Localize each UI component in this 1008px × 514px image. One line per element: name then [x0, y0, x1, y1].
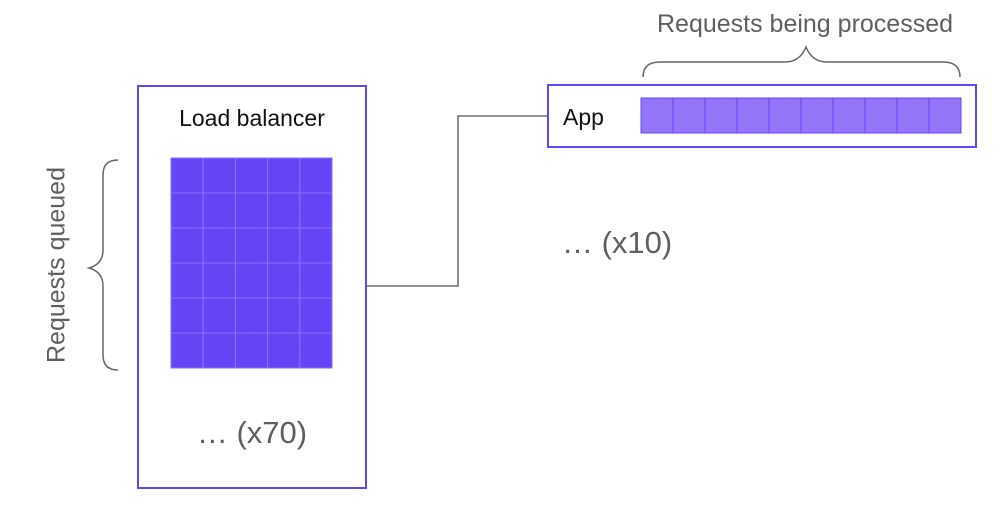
app-box: App: [547, 84, 977, 148]
load-balancer-title: Load balancer: [179, 105, 325, 131]
load-balancer-count-label: … (x70): [196, 415, 308, 450]
processed-brace: [642, 44, 961, 78]
connector-line: [367, 115, 547, 287]
app-label: App: [563, 104, 604, 130]
requests-queued-label: Requests queued: [42, 167, 71, 363]
load-balancer-box: Load balancer … (x70): [137, 85, 367, 489]
requests-processed-label: Requests being processed: [656, 10, 954, 38]
queued-brace: [86, 159, 119, 371]
apps-count-label: … (x10): [562, 225, 673, 260]
